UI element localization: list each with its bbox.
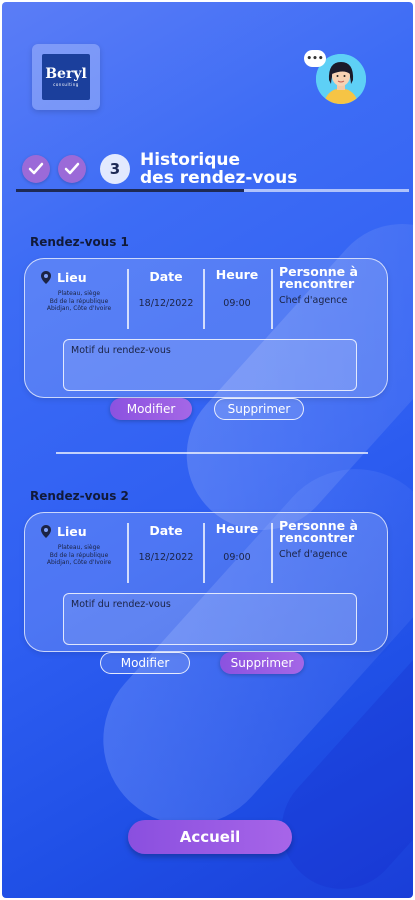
progress-bar <box>16 189 409 192</box>
lieu-title: Lieu <box>57 269 87 285</box>
heure-column: Heure 09:00 <box>205 513 269 583</box>
heure-title: Heure <box>215 521 259 536</box>
motif-field[interactable]: Motif du rendez-vous <box>63 339 357 391</box>
supprimer-button[interactable]: Supprimer <box>220 652 304 674</box>
checkmark-icon <box>64 162 80 175</box>
step-2-completed <box>58 155 86 183</box>
personne-title-line: Personne à <box>279 264 358 279</box>
modifier-button[interactable]: Modifier <box>110 398 192 420</box>
appointment-2-label: Rendez-vous 2 <box>30 489 129 503</box>
column-divider <box>271 523 273 583</box>
personne-value: Chef d'agence <box>279 549 348 560</box>
page-title-line-2: des rendez-vous <box>140 168 298 188</box>
date-title: Date <box>149 523 183 538</box>
lieu-column: Lieu Plateau, siège Bd de la république … <box>33 513 125 583</box>
page-title: Historique des rendez-vous <box>140 151 297 187</box>
page-title-line-1: Historique <box>140 150 240 170</box>
support-avatar[interactable]: ••• <box>304 48 370 106</box>
appointment-card-1: Lieu Plateau, siège Bd de la république … <box>24 258 388 398</box>
personne-title-line: Personne à <box>279 518 358 533</box>
heure-title: Heure <box>215 267 259 282</box>
address-line: Abidjan, Côte d'Ivoire <box>46 305 112 312</box>
address-line: Bd de la république <box>49 551 109 559</box>
section-divider <box>56 452 368 454</box>
heure-value: 09:00 <box>223 298 251 309</box>
personne-title: Personne à rencontrer <box>279 264 379 291</box>
progress-bar-fill <box>16 189 244 192</box>
column-divider <box>127 269 129 329</box>
heure-value: 09:00 <box>223 552 251 563</box>
brand-logo: Beryl consulting <box>32 44 100 110</box>
brand-name: Beryl <box>45 66 87 82</box>
step-1-completed <box>22 155 50 183</box>
personne-title: Personne à rencontrer <box>279 518 379 545</box>
modifier-button[interactable]: Modifier <box>100 652 190 674</box>
personne-title-line: rencontrer <box>279 530 355 545</box>
progress-stepper: 3 Historique des rendez-vous <box>22 151 297 187</box>
appointment-1-label: Rendez-vous 1 <box>30 235 129 249</box>
lieu-address: Plateau, siège Bd de la république Abidj… <box>33 544 125 567</box>
personne-title-line: rencontrer <box>279 276 355 291</box>
appointment-card-2: Lieu Plateau, siège Bd de la république … <box>24 512 388 652</box>
address-line: Plateau, siège <box>57 544 101 551</box>
personne-column: Personne à rencontrer Chef d'agence <box>279 513 379 583</box>
date-value: 18/12/2022 <box>138 552 194 563</box>
supprimer-button[interactable]: Supprimer <box>214 398 304 420</box>
address-line: Abidjan, Côte d'Ivoire <box>46 559 112 566</box>
address-line: Bd de la république <box>49 297 109 305</box>
brand-subtitle: consulting <box>53 82 79 87</box>
lieu-title: Lieu <box>57 523 87 539</box>
chat-dots: ••• <box>306 53 324 64</box>
chat-bubble-icon: ••• <box>304 50 326 67</box>
personne-value: Chef d'agence <box>279 295 348 306</box>
date-column: Date 18/12/2022 <box>129 259 203 329</box>
date-value: 18/12/2022 <box>138 298 194 309</box>
column-divider <box>203 523 205 583</box>
address-line: Plateau, siège <box>57 290 101 297</box>
column-divider <box>271 269 273 329</box>
location-pin-icon <box>41 525 51 538</box>
lieu-header: Lieu <box>33 525 125 538</box>
lieu-header: Lieu <box>33 271 125 284</box>
column-divider <box>203 269 205 329</box>
date-title: Date <box>149 269 183 284</box>
step-3-current: 3 <box>100 154 130 184</box>
home-button[interactable]: Accueil <box>128 820 292 854</box>
column-divider <box>127 523 129 583</box>
lieu-column: Lieu Plateau, siège Bd de la république … <box>33 259 125 329</box>
personne-column: Personne à rencontrer Chef d'agence <box>279 259 379 329</box>
motif-field[interactable]: Motif du rendez-vous <box>63 593 357 645</box>
date-column: Date 18/12/2022 <box>129 513 203 583</box>
checkmark-icon <box>28 162 44 175</box>
heure-column: Heure 09:00 <box>205 259 269 329</box>
brand-logo-mark: Beryl consulting <box>42 54 90 100</box>
location-pin-icon <box>41 271 51 284</box>
lieu-address: Plateau, siège Bd de la république Abidj… <box>33 290 125 313</box>
